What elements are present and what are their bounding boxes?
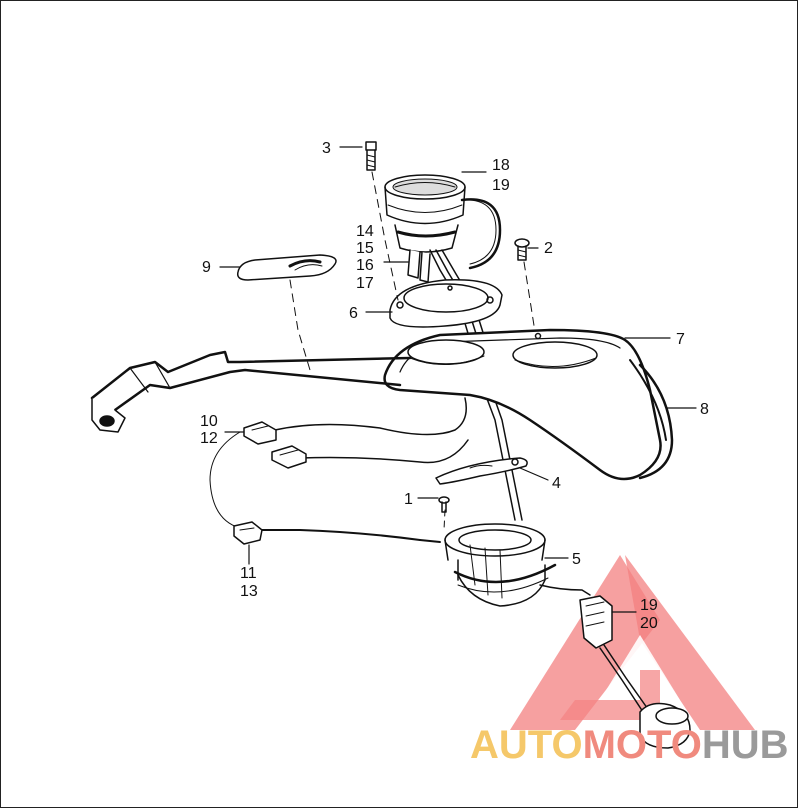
watermark-auto: AUTO	[470, 723, 583, 767]
callout-2: 2	[544, 240, 553, 257]
callout-16: 16	[356, 257, 374, 274]
svg-text:AUTOMOTOHUB: AUTOMOTOHUB	[470, 723, 789, 767]
leader-lines	[219, 146, 697, 613]
alignment-line-1	[443, 509, 446, 531]
trim-plate-9	[236, 254, 337, 281]
callout-labels: 3 18 19 2 14 15 16 17 6 9 7 8 10 12 4 1 …	[200, 140, 709, 632]
callout-18: 18	[492, 157, 510, 174]
console-bracket-7	[383, 328, 667, 481]
callout-6: 6	[349, 305, 358, 322]
callout-11: 11	[240, 565, 257, 582]
callout-19-bottom: 19	[640, 597, 658, 614]
callout-8: 8	[700, 401, 709, 418]
watermark-moto: MOTO	[583, 723, 702, 767]
callout-20: 20	[640, 615, 658, 632]
parts-drawing	[90, 141, 697, 749]
sender-flange-5	[444, 523, 557, 607]
callout-15: 15	[356, 240, 374, 257]
alignment-line-9	[289, 279, 311, 371]
callout-13: 13	[240, 583, 258, 600]
watermark-hook	[560, 670, 660, 720]
callout-17: 17	[356, 275, 374, 292]
float-sender-19-20	[539, 584, 691, 749]
callout-10: 10	[200, 413, 218, 430]
watermark-triangle-right	[625, 555, 755, 730]
mounting-arm	[90, 350, 412, 433]
watermark-hub: HUB	[702, 723, 789, 767]
screw-1	[438, 496, 450, 513]
callout-5: 5	[572, 551, 581, 568]
wiring-harness	[209, 397, 469, 543]
gasket-6	[389, 279, 503, 328]
clip-4	[435, 457, 528, 485]
callout-14: 14	[356, 223, 374, 240]
callout-3: 3	[322, 140, 331, 157]
watermark-triangle-left	[510, 555, 660, 730]
side-panel-8	[638, 363, 674, 480]
connector-11-13	[233, 521, 263, 545]
callout-9: 9	[202, 259, 211, 276]
callout-4: 4	[552, 475, 561, 492]
connector-10-12	[243, 421, 307, 469]
watermark-logo	[510, 555, 755, 730]
callout-7: 7	[676, 331, 685, 348]
screw-2	[514, 238, 536, 333]
callout-1: 1	[404, 491, 413, 508]
gauge-terminals-14-17	[407, 249, 431, 283]
screw-3	[365, 141, 377, 171]
callout-12: 12	[200, 430, 218, 447]
watermark-text: AUTOMOTOHUB	[470, 723, 789, 767]
callout-19-top: 19	[492, 177, 510, 194]
